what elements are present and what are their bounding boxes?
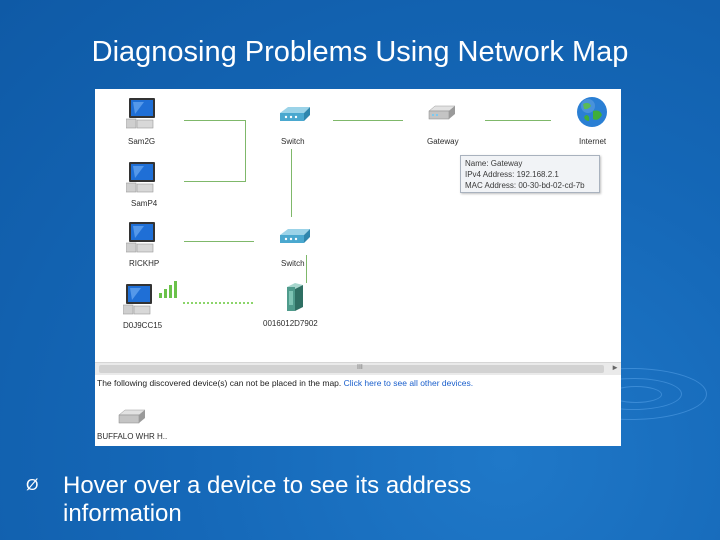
device-label: RICKHP bbox=[129, 259, 160, 268]
slide-title: Diagnosing Problems Using Network Map bbox=[91, 36, 629, 68]
device-label: Internet bbox=[579, 137, 607, 146]
arrow-bullet-icon: Ø bbox=[26, 477, 39, 494]
gateway-router-icon bbox=[118, 409, 146, 424]
scroll-right-arrow-icon[interactable]: ► bbox=[611, 363, 619, 372]
device-gateway[interactable]: Gateway bbox=[425, 103, 475, 146]
device-buffalo[interactable]: BUFFALO WHR H.. bbox=[97, 407, 199, 443]
device-switch-2[interactable]: Switch bbox=[275, 227, 315, 268]
globe-icon bbox=[577, 97, 607, 127]
computer-icon bbox=[123, 284, 152, 315]
connection-line bbox=[306, 255, 307, 283]
device-label: BUFFALO WHR H.. bbox=[97, 432, 168, 441]
device-rickhp[interactable]: RICKHP bbox=[123, 221, 163, 268]
connection-line bbox=[184, 241, 254, 242]
device-label: D0J9CC15 bbox=[123, 321, 163, 330]
scrollbar-grip: III bbox=[357, 364, 363, 371]
notice-text: The following discovered device(s) can n… bbox=[97, 378, 342, 388]
connection-line bbox=[333, 120, 403, 121]
switch-icon bbox=[280, 107, 310, 121]
media-device-icon bbox=[287, 283, 303, 311]
device-label: Sam2G bbox=[128, 137, 156, 146]
connection-line bbox=[184, 181, 245, 182]
computer-icon bbox=[125, 98, 155, 129]
device-label: Switch bbox=[281, 259, 305, 268]
device-wireless-pc[interactable]: D0J9CC15 bbox=[123, 281, 193, 330]
bullet-text-line-2: information bbox=[63, 500, 182, 527]
network-map-screenshot: Sam2G SamP4 RICKHP bbox=[95, 89, 621, 446]
device-switch-1[interactable]: Switch bbox=[275, 105, 315, 146]
connection-line bbox=[184, 120, 246, 121]
tooltip-name: Name: Gateway bbox=[465, 159, 523, 168]
device-samp4[interactable]: SamP4 bbox=[123, 161, 163, 208]
device-label: Switch bbox=[281, 137, 305, 146]
computer-icon bbox=[125, 222, 155, 253]
horizontal-scrollbar[interactable]: III ► bbox=[95, 362, 621, 375]
device-label: 0016012D7902 bbox=[263, 319, 318, 328]
connection-line bbox=[485, 120, 551, 121]
switch-icon bbox=[280, 229, 310, 243]
bullet-text-line-1: Hover over a device to see its address bbox=[63, 472, 472, 499]
device-label: Gateway bbox=[427, 137, 459, 146]
device-internet[interactable]: Internet bbox=[571, 95, 621, 146]
tooltip-mac: MAC Address: 00-30-bd-02-cd-7b bbox=[465, 181, 585, 190]
unplaced-devices-notice: The following discovered device(s) can n… bbox=[97, 378, 473, 388]
computer-icon bbox=[125, 162, 155, 193]
see-all-devices-link[interactable]: Click here to see all other devices. bbox=[343, 378, 474, 388]
device-label: SamP4 bbox=[131, 199, 158, 208]
device-media[interactable]: 0016012D7902 bbox=[263, 281, 333, 328]
gateway-router-icon bbox=[428, 105, 456, 120]
wireless-link-line bbox=[183, 302, 253, 304]
wireless-signal-icon bbox=[159, 281, 177, 298]
connection-line bbox=[291, 149, 292, 217]
bullet-text: Hover over a device to see its address i… bbox=[63, 472, 683, 528]
connection-line bbox=[245, 120, 246, 182]
tooltip-ipv4: IPv4 Address: 192.168.2.1 bbox=[465, 170, 559, 179]
device-sam2g[interactable]: Sam2G bbox=[123, 97, 163, 146]
scrollbar-thumb[interactable] bbox=[99, 365, 604, 373]
gateway-address-tooltip: Name: Gateway IPv4 Address: 192.168.2.1 … bbox=[460, 155, 600, 193]
